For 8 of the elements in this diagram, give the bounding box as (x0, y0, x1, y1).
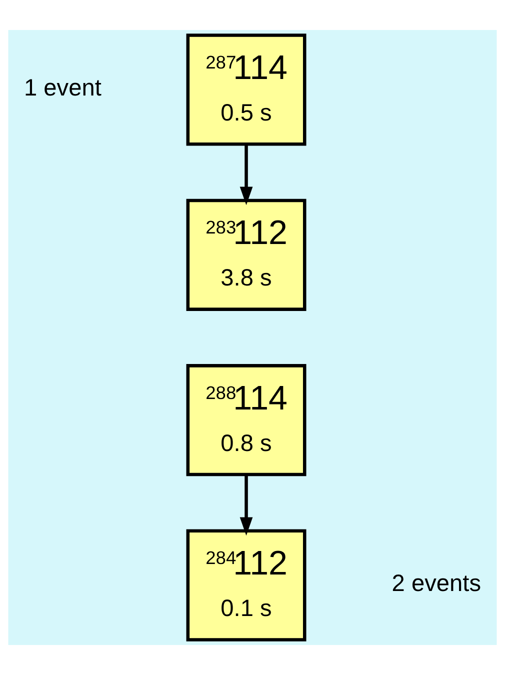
node-box: $^{287}$114 0.5 s (186, 33, 306, 146)
arrow (240, 474, 253, 536)
arrow (240, 144, 253, 205)
label: 2 events (392, 570, 482, 597)
node-box: $^{288}$114 0.8 s (186, 364, 306, 476)
node-box: $^{284}$112 0.1 s (186, 528, 306, 641)
node-box: $^{283}$112 3.8 s (186, 198, 306, 310)
label: 1 event (24, 74, 102, 101)
